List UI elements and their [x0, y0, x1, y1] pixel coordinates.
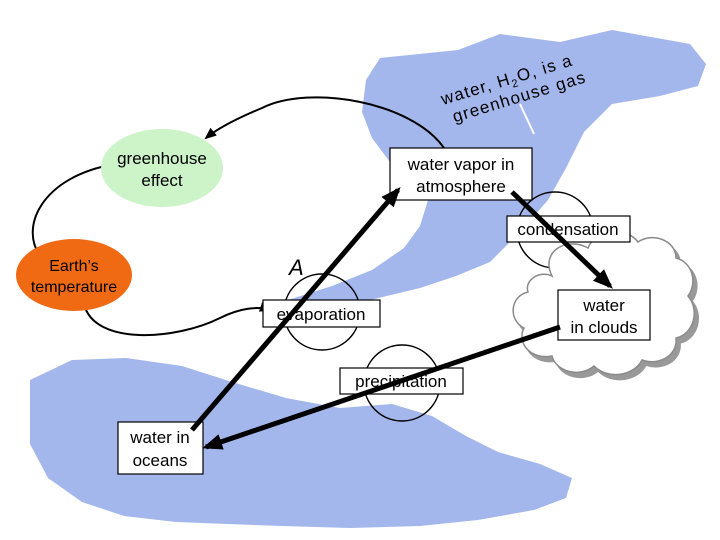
greenhouse-effect-label-2: effect: [141, 171, 183, 190]
annotation-subscript: 2: [510, 77, 521, 91]
water-in-clouds-label-1: water: [582, 296, 625, 315]
water-in-oceans-label-1: water in: [129, 428, 190, 447]
arrow-oceans-to-water-vapor: [190, 186, 401, 432]
label-a: A: [287, 255, 304, 280]
water-in-clouds-label-2: in clouds: [570, 318, 637, 337]
water-in-oceans-label-2: oceans: [133, 451, 188, 470]
water-in-oceans-box: [117, 421, 204, 475]
arrow-water-vapor-to-greenhouse: [204, 96, 445, 149]
evaporation-label: evaporation: [277, 305, 366, 324]
condensation-label: condensation: [517, 220, 618, 239]
earth-temperature-label-2: temperature: [31, 279, 117, 296]
arrow-clouds-to-oceans: [202, 324, 561, 450]
arrow-water-vapor-to-clouds: [510, 190, 613, 289]
arrow-earth-temperature-to-evaporation: [83, 302, 272, 336]
greenhouse-effect-label-1: greenhouse: [117, 149, 207, 168]
water-vapor-label-2: atmosphere: [416, 177, 506, 196]
condensation-box: [506, 215, 631, 243]
water-vapor-label-1: water vapor in: [407, 155, 515, 174]
earth-temperature-label-1: Earth’s: [49, 258, 99, 275]
ocean-water-blob: [30, 358, 572, 528]
greenhouse-effect-node: [101, 129, 223, 207]
arrow-greenhouse-to-earth-temperature: [31, 163, 117, 260]
water-vapor-box: [389, 147, 533, 201]
water-in-clouds-box: [557, 289, 651, 341]
earth-temperature-node: [16, 239, 132, 311]
annotation-pointer: [519, 103, 535, 135]
